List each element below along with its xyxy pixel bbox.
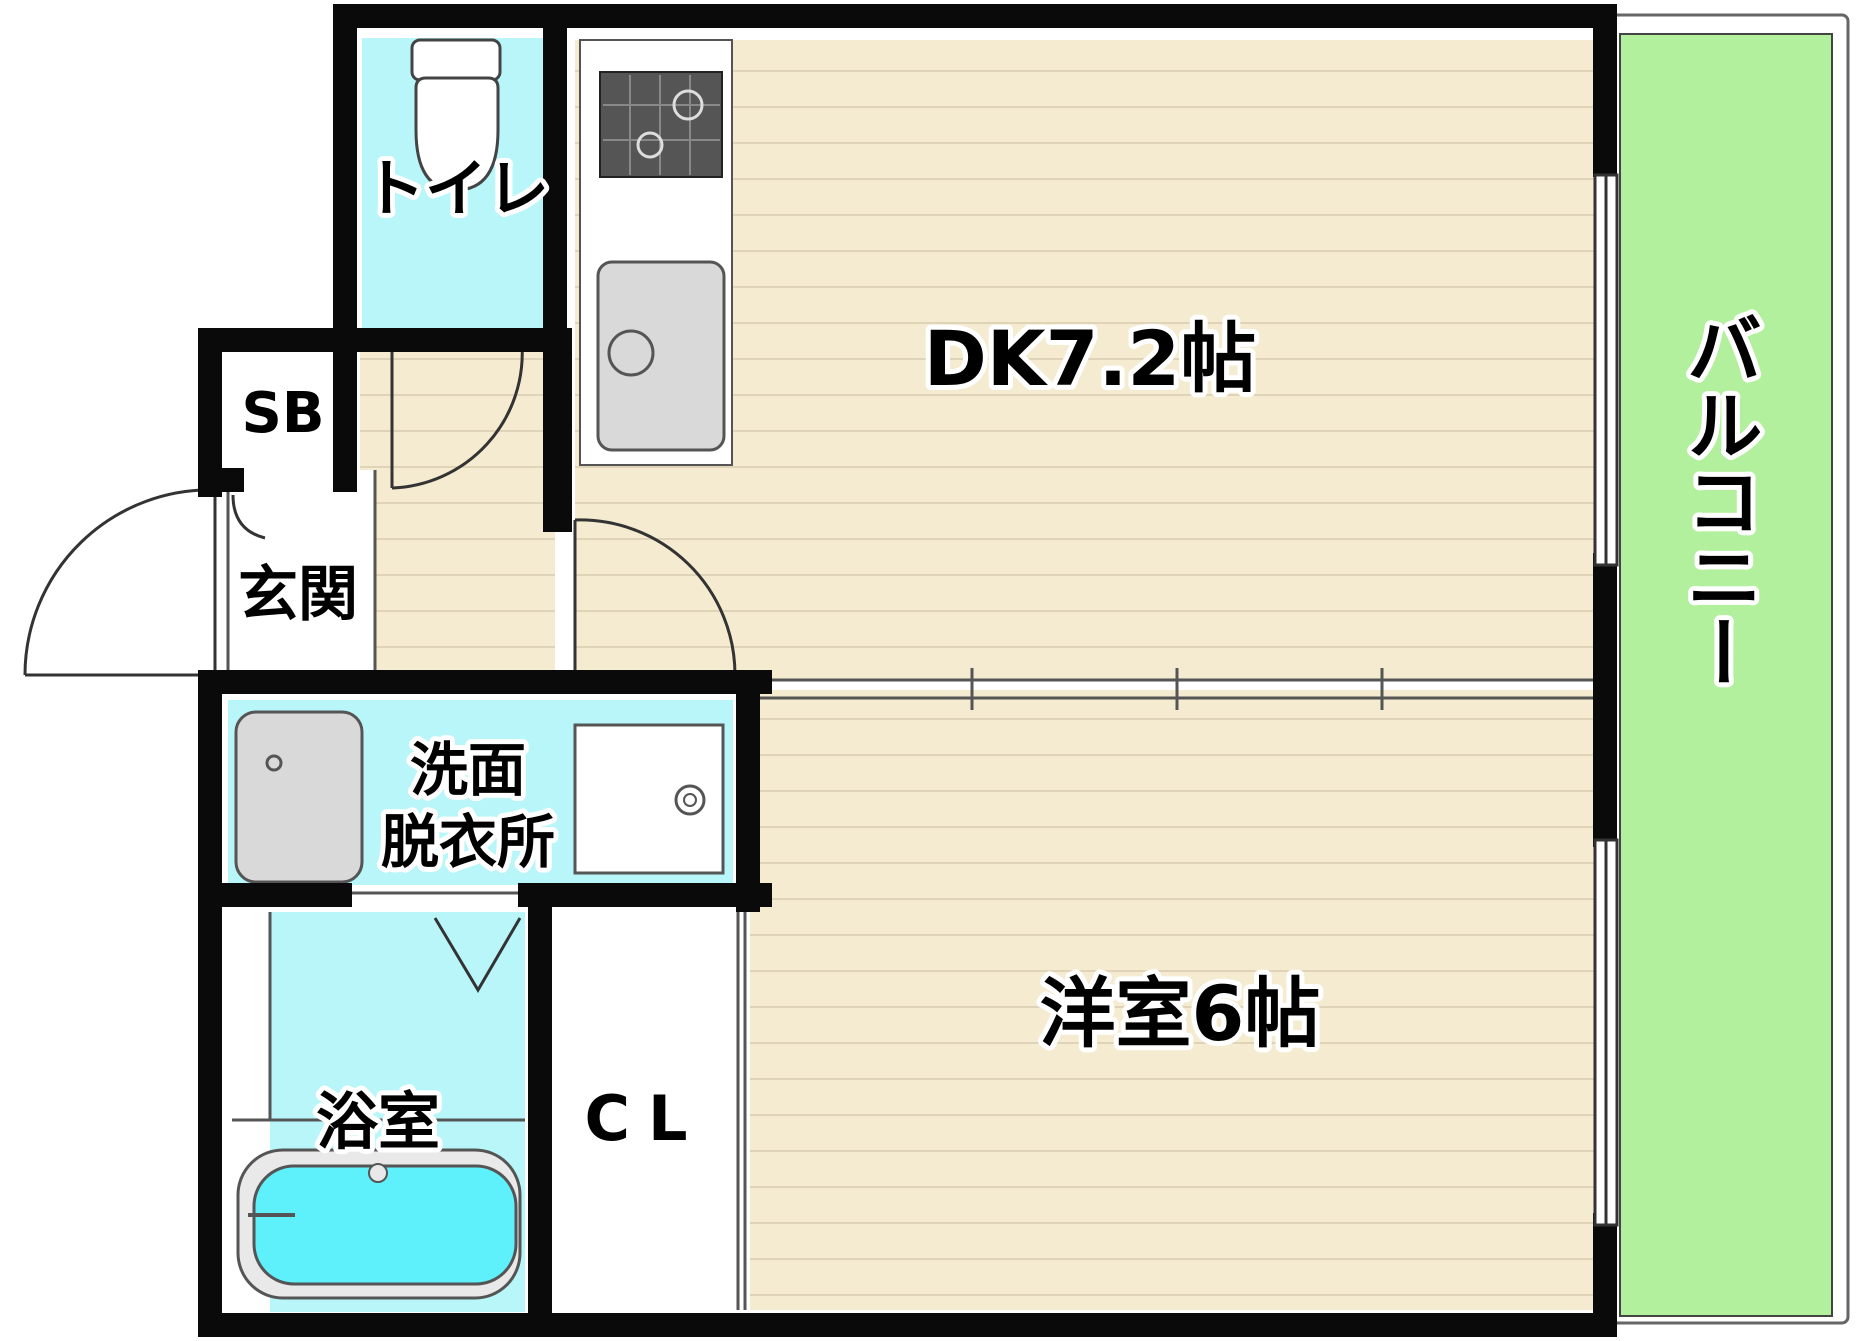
balcony bbox=[1608, 13, 1850, 1325]
washroom-label-line2: 脱衣所 bbox=[381, 808, 555, 876]
windows bbox=[1593, 173, 1619, 1227]
hall-floor bbox=[360, 350, 555, 680]
entrance-floor bbox=[225, 470, 375, 680]
closet-floor bbox=[552, 912, 737, 1312]
sink-icon bbox=[596, 260, 726, 452]
bathtub-icon bbox=[236, 1148, 522, 1300]
sb-floor bbox=[228, 355, 338, 465]
closet-label: CL bbox=[584, 1082, 705, 1155]
washroom-label-line1: 洗面 bbox=[410, 736, 526, 804]
dk-label: DK7.2帖 bbox=[924, 314, 1257, 403]
western-room-label: 洋室6帖 bbox=[1040, 969, 1321, 1058]
bath-folding-door bbox=[433, 917, 522, 993]
sb-label: SB bbox=[241, 381, 324, 446]
room-labels: トイレ DK7.2帖 SB 玄関 洗面 脱衣所 浴室 CL 洋室6帖 バルコニー bbox=[233, 147, 1768, 1163]
bath-label: 浴室 bbox=[316, 1085, 440, 1158]
western-room-floor bbox=[750, 690, 1595, 1310]
toilet-icon bbox=[410, 38, 502, 192]
balcony-label: バルコニー bbox=[1674, 310, 1763, 690]
entrance-door bbox=[23, 485, 217, 677]
toilet-label: トイレ bbox=[363, 152, 549, 225]
balcony-floor bbox=[1619, 33, 1833, 1317]
stove-icon bbox=[599, 71, 723, 178]
dk-floor bbox=[575, 40, 1595, 680]
kitchen-counter bbox=[579, 39, 733, 466]
walls bbox=[198, 4, 1617, 1337]
entrance-inner-frame bbox=[231, 494, 266, 540]
entrance-label: 玄関 bbox=[238, 560, 358, 630]
washer-pan-icon bbox=[573, 723, 725, 875]
floor-areas bbox=[225, 38, 1595, 1312]
vanity-icon bbox=[234, 710, 364, 884]
thin-partitions bbox=[226, 470, 1595, 1310]
dk-door bbox=[573, 518, 737, 676]
